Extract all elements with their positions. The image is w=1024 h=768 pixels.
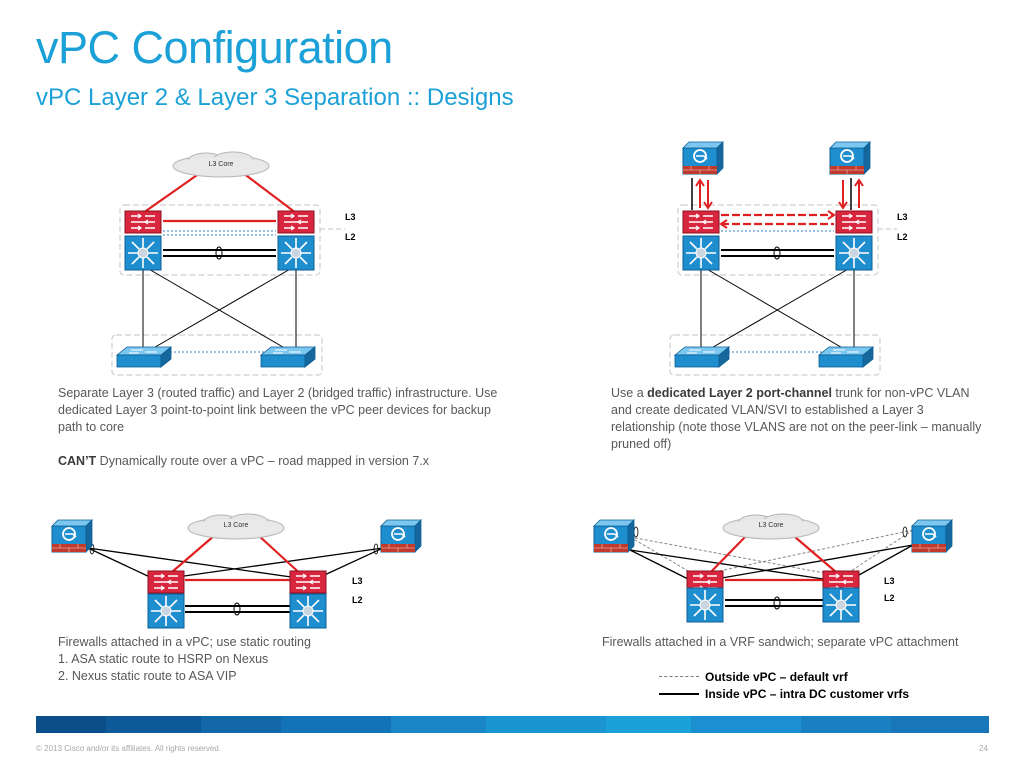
access-switch-right — [818, 346, 874, 368]
legend-item-inside: Inside vPC – intra DC customer vrfs — [659, 685, 909, 702]
description-line: Firewalls attached in a vPC; use static … — [58, 635, 311, 649]
legend-label: Inside vPC – intra DC customer vrfs — [705, 686, 910, 701]
footer-bar — [36, 716, 989, 733]
core-label: L3 Core — [759, 522, 784, 529]
firewall-left — [593, 519, 635, 553]
firewall-top-right — [829, 141, 871, 175]
port-channel-mark — [215, 246, 223, 260]
description-bottom-left: Firewalls attached in a vPC; use static … — [58, 634, 478, 685]
l2-label: L2 — [345, 232, 356, 242]
list-item: 2. Nexus static route to ASA VIP — [58, 669, 237, 683]
l2-label: L2 — [352, 595, 363, 605]
legend-label: Outside vPC – default vrf — [705, 669, 848, 684]
legend-item-outside: Outside vPC – default vrf — [659, 668, 909, 685]
diagram-bottom-left: L3 Core L3 L2 — [51, 513, 422, 629]
page-subtitle: vPC Layer 2 & Layer 3 Separation :: Desi… — [36, 84, 514, 111]
nexus-switch-right — [277, 235, 315, 271]
l3-label: L3 — [352, 576, 363, 586]
core-link-right — [242, 172, 297, 214]
access-domain-box — [111, 334, 323, 376]
copyright: © 2013 Cisco and/or its affiliates. All … — [36, 744, 221, 753]
router-left — [682, 210, 720, 234]
note-emphasis: CAN’T — [58, 454, 97, 468]
access-switch-left — [674, 346, 730, 368]
nexus-switch-right — [289, 593, 327, 629]
nexus-switch-left — [124, 235, 162, 271]
description-paragraph: Separate Layer 3 (routed traffic) and La… — [58, 386, 498, 434]
description-bottom-right: Firewalls attached in a VRF sandwich; se… — [602, 634, 1017, 651]
nexus-switch-left — [682, 235, 720, 271]
list-item: 1. ASA static route to HSRP on Nexus — [58, 652, 269, 666]
core-link-left — [142, 172, 201, 214]
firewall-right — [911, 519, 953, 553]
l3-label: L3 — [345, 212, 356, 222]
nexus-switch-left — [686, 587, 724, 623]
legend-swatch-solid — [659, 692, 699, 695]
nexus-switch-right — [822, 587, 860, 623]
access-switch-right — [260, 346, 316, 368]
core-label: L3 Core — [209, 161, 234, 168]
l3-label: L3 — [897, 212, 908, 222]
description-line: Firewalls attached in a VRF sandwich; se… — [602, 635, 959, 649]
description-note: CAN’T Dynamically route over a vPC – roa… — [58, 453, 498, 470]
l3-label: L3 — [884, 576, 895, 586]
router-right — [289, 570, 327, 594]
note-text: Dynamically route over a vPC – road mapp… — [96, 454, 429, 468]
access-switch-left — [116, 346, 172, 368]
access-domain-box — [669, 334, 881, 376]
arrow-up-right — [854, 178, 864, 208]
core-label: L3 Core — [224, 522, 249, 529]
diagram-bottom-right: L3 Core L3 L2 — [593, 513, 953, 623]
description-top-right: Use a dedicated Layer 2 port-channel tru… — [611, 385, 986, 453]
firewall-left — [51, 519, 93, 553]
router-right — [277, 210, 315, 234]
description-top-left: Separate Layer 3 (routed traffic) and La… — [58, 385, 498, 470]
router-left — [124, 210, 162, 234]
diagram-top-right: L3 L2 — [669, 141, 908, 376]
vpc-domain-box — [119, 204, 321, 276]
legend-swatch-dashed — [659, 676, 699, 677]
firewall-top-left — [682, 141, 724, 175]
description-post: trunk for non-vPC VLAN and create dedica… — [611, 386, 982, 451]
page-title: vPC Configuration — [36, 22, 393, 73]
description-pre: Use a — [611, 386, 648, 400]
l2-label: L2 — [897, 232, 908, 242]
nexus-switch-left — [147, 593, 185, 629]
diagram-top-left: L3 Core L3 L2 — [111, 151, 356, 376]
l2-label: L2 — [884, 593, 895, 603]
page-number: 24 — [979, 744, 988, 753]
nexus-switch-right — [835, 235, 873, 271]
arrow-up-left-1 — [695, 178, 705, 208]
legend: Outside vPC – default vrf Inside vPC – i… — [659, 668, 909, 702]
arrow-down-left — [703, 180, 713, 210]
vpc-domain-box — [677, 204, 879, 276]
arrow-down-right — [838, 180, 848, 210]
description-emphasis: dedicated Layer 2 port-channel — [647, 386, 832, 400]
router-left — [147, 570, 185, 594]
firewall-right — [380, 519, 422, 553]
router-right — [835, 210, 873, 234]
